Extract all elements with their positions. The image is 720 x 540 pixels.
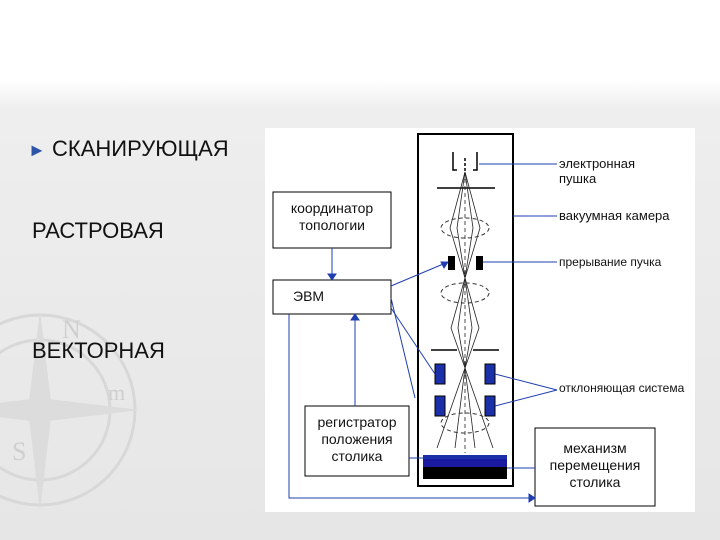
gun-label: электронная пушка — [559, 156, 635, 186]
svg-text:m: m — [108, 380, 125, 405]
mechanism-line3: столика — [569, 474, 621, 490]
electron-lithography-diagram: координатор топологии ЭВМ регистратор по… — [265, 128, 695, 512]
coordinator-box: координатор топологии — [273, 200, 391, 234]
blocks — [272, 191, 656, 507]
recorder-line3: столика — [331, 448, 383, 464]
bullet-item-raster: РАСТРОВАЯ — [32, 218, 164, 243]
magnetic-lenses — [440, 217, 490, 434]
mechanism-line2: перемещения — [549, 457, 641, 473]
deflection-label: отклоняющая система — [559, 381, 685, 395]
computer-label: ЭВМ — [293, 288, 325, 304]
blanking-label: прерывание пучка — [559, 255, 662, 269]
compass-watermark: N S m — [0, 310, 140, 510]
recorder-line2: положения — [321, 431, 393, 447]
computer-box: ЭВМ — [293, 288, 373, 305]
mechanism-line1: механизм — [563, 440, 627, 456]
recorder-box: регистратор положения столика — [305, 414, 409, 465]
deflection-plates — [434, 363, 496, 417]
stage-table — [423, 455, 507, 479]
recorder-line1: регистратор — [317, 414, 397, 430]
label-pointers — [479, 163, 558, 407]
chamber-label: вакуумная камера — [559, 208, 670, 223]
mechanism-box: механизм перемещения столика — [535, 440, 655, 491]
gun-label-line2: пушка — [559, 171, 597, 186]
electron-gun — [437, 152, 495, 189]
svg-text:S: S — [12, 437, 26, 466]
blanking-plates — [448, 256, 483, 270]
coordinator-line2: топологии — [299, 217, 365, 233]
gun-label-line1: электронная — [559, 156, 636, 171]
vacuum-chamber — [417, 133, 514, 487]
bullet-arrow-icon: ► — [28, 140, 46, 160]
bullet-item-scanning: СКАНИРУЮЩАЯ — [52, 136, 229, 161]
coordinator-line1: координатор — [290, 200, 374, 216]
bullet-item-vector: ВЕКТОРНАЯ — [32, 338, 165, 363]
svg-text:N: N — [62, 315, 81, 344]
diagram-drawing — [272, 133, 656, 507]
connections — [288, 248, 536, 503]
